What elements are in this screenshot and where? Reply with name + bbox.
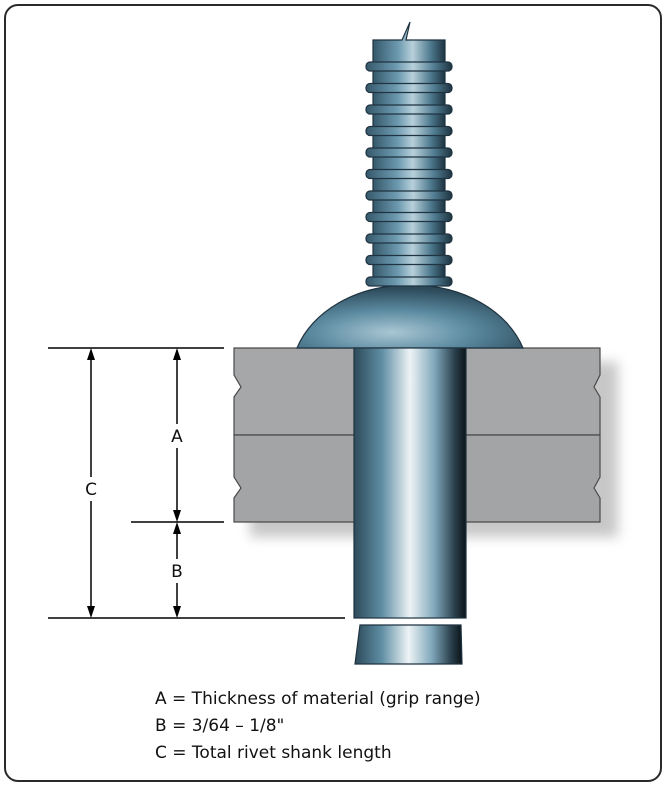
stem-groove-ring <box>365 104 453 115</box>
rivet-tail <box>354 624 463 665</box>
legend-item-b: B = 3/64 – 1/8" <box>155 716 285 736</box>
stem-groove-ring <box>365 147 453 158</box>
stem-groove-ring <box>365 61 453 72</box>
stem-groove-ring <box>365 168 453 180</box>
rivet-shank <box>353 347 467 619</box>
rivet-head <box>296 284 524 349</box>
dimension-label-a: A <box>171 427 183 447</box>
stem-groove-ring <box>365 276 453 287</box>
stem-groove-ring <box>365 82 453 94</box>
dimension-label-c: C <box>85 480 97 500</box>
dimension-arrows <box>87 348 181 618</box>
legend-item-c: C = Total rivet shank length <box>155 743 392 763</box>
legend: A = Thickness of material (grip range) B… <box>155 686 481 767</box>
stem-groove-ring <box>365 233 453 244</box>
stem-groove-ring <box>365 190 453 201</box>
rivet-stem <box>365 21 453 287</box>
stem-groove-ring <box>365 211 453 223</box>
stem-groove-ring <box>365 254 453 266</box>
stem-grooves <box>365 61 453 287</box>
legend-item-a: A = Thickness of material (grip range) <box>155 689 481 709</box>
stem-groove-ring <box>365 125 453 137</box>
dimension-label-b: B <box>171 562 183 582</box>
